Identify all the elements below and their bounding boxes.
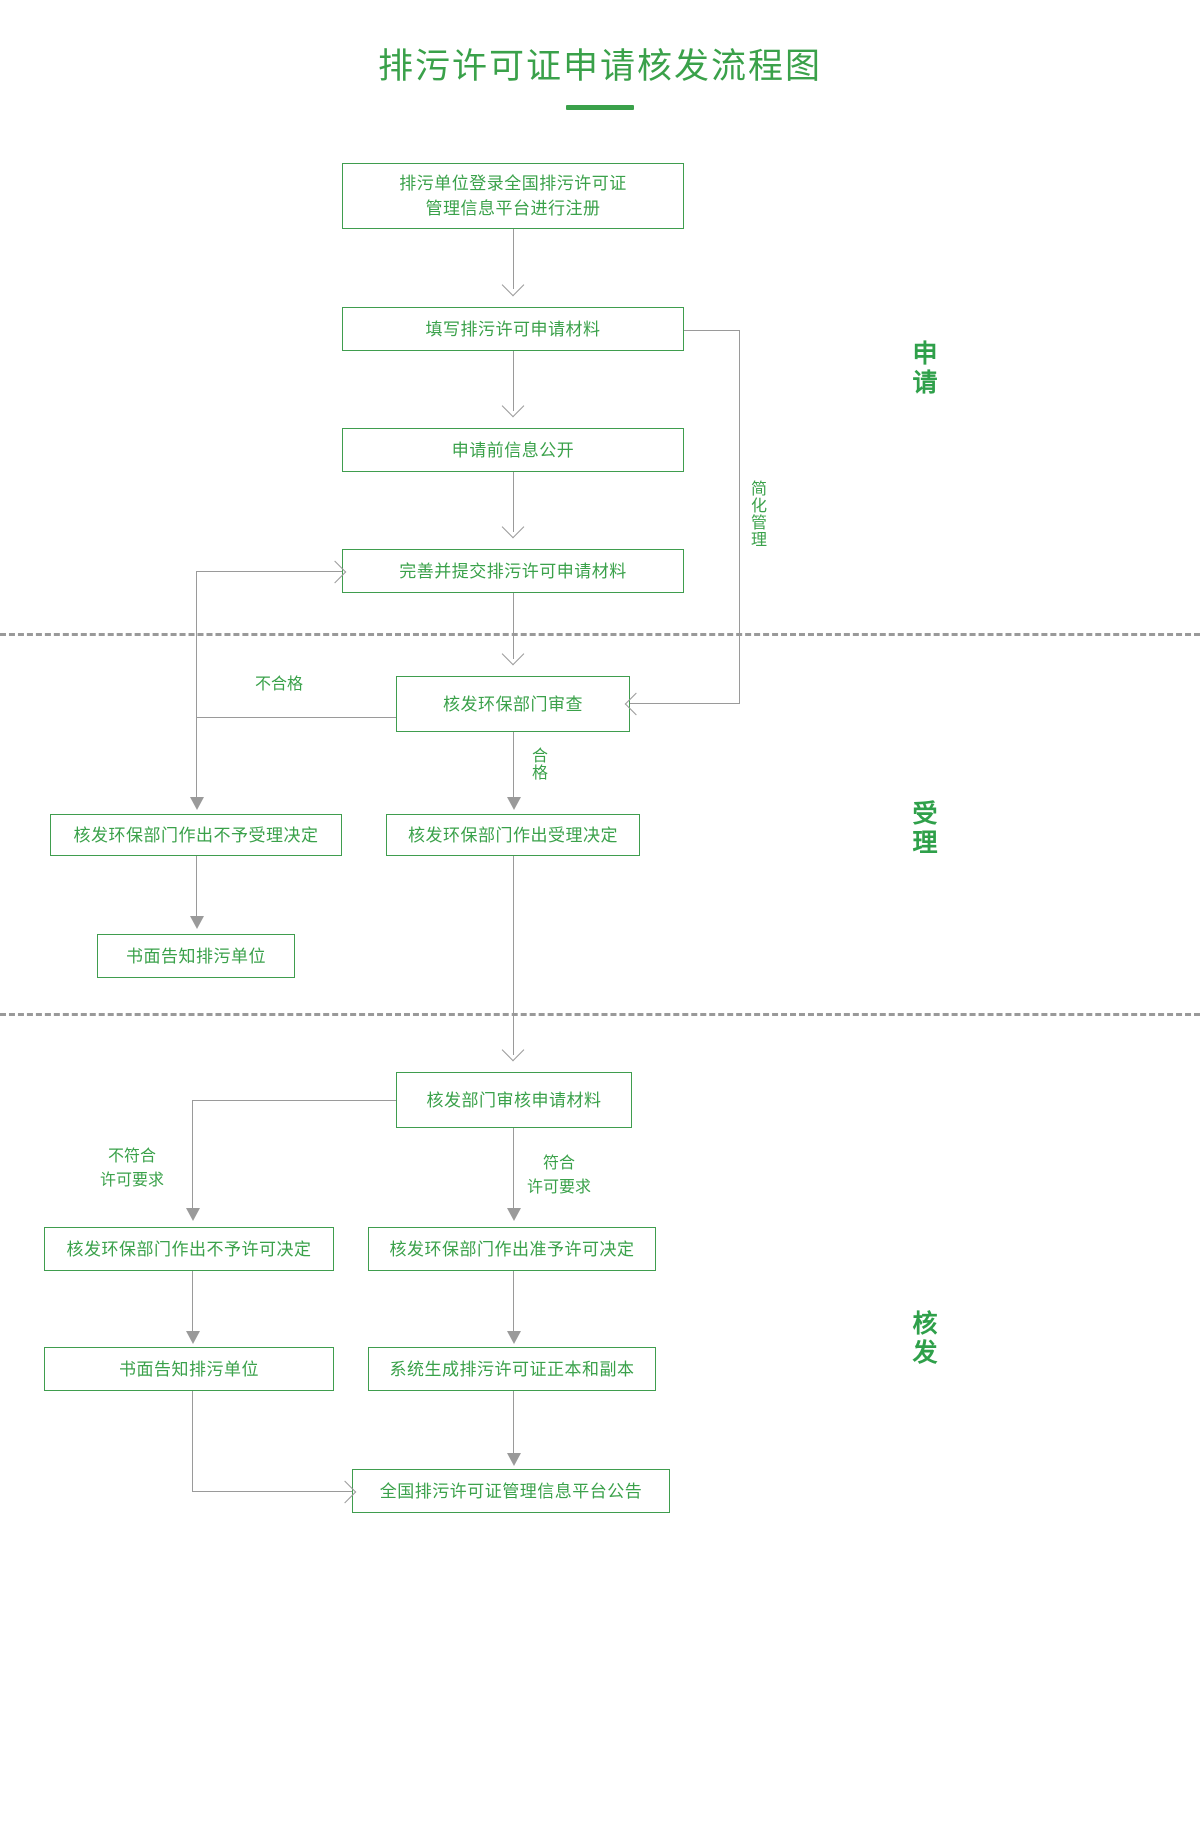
edge-label-meet-requirement: 符合 许可要求 xyxy=(527,1155,592,1196)
connector-notqualified-down xyxy=(196,717,197,799)
node-approve-accept[interactable]: 核发环保部门作出受理决定 xyxy=(386,814,640,856)
arrowhead-approve-to-audit xyxy=(501,1038,525,1062)
connector-notify2-right xyxy=(192,1491,352,1492)
arrowhead-reject-to-notify1 xyxy=(190,916,204,929)
title-underline-rule xyxy=(566,105,634,110)
page-title: 排污许可证申请核发流程图 xyxy=(377,47,822,86)
connector-simplified-bottom xyxy=(630,703,740,704)
arrowhead-generate-to-notice xyxy=(507,1453,521,1466)
node-register[interactable]: 排污单位登录全国排污许可证 管理信息平台进行注册 xyxy=(342,163,684,229)
connector-register-to-fill xyxy=(513,229,514,289)
connector-simplified-top xyxy=(684,330,740,331)
edge-label-not-qualified: 不合格 xyxy=(255,676,304,693)
connector-meet-down xyxy=(513,1128,514,1210)
node-dept-audit[interactable]: 核发部门审核申请材料 xyxy=(396,1072,632,1128)
node-platform-notice[interactable]: 全国排污许可证管理信息平台公告 xyxy=(352,1469,670,1513)
node-notify-unit-2[interactable]: 书面告知排污单位 xyxy=(44,1347,334,1391)
arrowhead-submit-to-review xyxy=(501,642,525,666)
connector-submit-to-review xyxy=(513,593,514,659)
node-pre-disclosure[interactable]: 申请前信息公开 xyxy=(342,428,684,472)
arrowhead-rejectpermit-to-notify2 xyxy=(186,1331,200,1344)
arrowhead-meet-to-grant xyxy=(507,1208,521,1221)
stage-label-issue: 核发 xyxy=(909,1310,937,1368)
connector-notmeet-down xyxy=(192,1100,193,1210)
connector-generate-to-notice xyxy=(513,1391,514,1455)
connector-notqualified-left xyxy=(196,717,396,718)
connector-grant-to-generate xyxy=(513,1271,514,1333)
connector-notmeet-left xyxy=(192,1100,396,1101)
edge-label-not-meet-requirement: 不符合 许可要求 xyxy=(100,1148,165,1189)
node-epb-review[interactable]: 核发环保部门审查 xyxy=(396,676,630,732)
connector-notqualified-top xyxy=(196,571,342,572)
arrowhead-fill-to-disclosure xyxy=(501,394,525,418)
arrowhead-review-to-approve xyxy=(507,797,521,810)
divider-accept-issue xyxy=(0,1013,1200,1016)
connector-notify2-down xyxy=(192,1391,193,1491)
stage-label-accept: 受理 xyxy=(909,800,937,858)
connector-simplified-vertical xyxy=(739,330,740,704)
node-notify-unit-1[interactable]: 书面告知排污单位 xyxy=(97,934,295,978)
node-grant-permit[interactable]: 核发环保部门作出准予许可决定 xyxy=(368,1227,656,1271)
arrowhead-notqualified-to-reject xyxy=(190,797,204,810)
edge-label-simplified-management: 简化管理 xyxy=(748,480,765,548)
node-submit-materials[interactable]: 完善并提交排污许可申请材料 xyxy=(342,549,684,593)
arrowhead-notmeet-to-reject-permit xyxy=(186,1208,200,1221)
node-fill-materials[interactable]: 填写排污许可申请材料 xyxy=(342,307,684,351)
connector-fill-to-disclosure xyxy=(513,351,514,411)
node-generate-cert[interactable]: 系统生成排污许可证正本和副本 xyxy=(368,1347,656,1391)
arrowhead-grant-to-generate xyxy=(507,1331,521,1344)
arrowhead-register-to-fill xyxy=(501,273,525,297)
connector-reject-to-notify1 xyxy=(196,856,197,918)
connector-approve-to-audit xyxy=(513,856,514,1055)
stage-label-apply: 申请 xyxy=(909,340,937,398)
connector-review-to-approve xyxy=(513,732,514,799)
arrowhead-disclosure-to-submit xyxy=(501,515,525,539)
connector-disclosure-to-submit xyxy=(513,472,514,532)
connector-notqualified-vertical xyxy=(196,571,197,718)
node-reject-permit[interactable]: 核发环保部门作出不予许可决定 xyxy=(44,1227,334,1271)
node-reject-accept[interactable]: 核发环保部门作出不予受理决定 xyxy=(50,814,342,856)
connector-rejectpermit-to-notify2 xyxy=(192,1271,193,1333)
divider-apply-accept xyxy=(0,633,1200,636)
edge-label-qualified: 合格 xyxy=(529,747,546,781)
